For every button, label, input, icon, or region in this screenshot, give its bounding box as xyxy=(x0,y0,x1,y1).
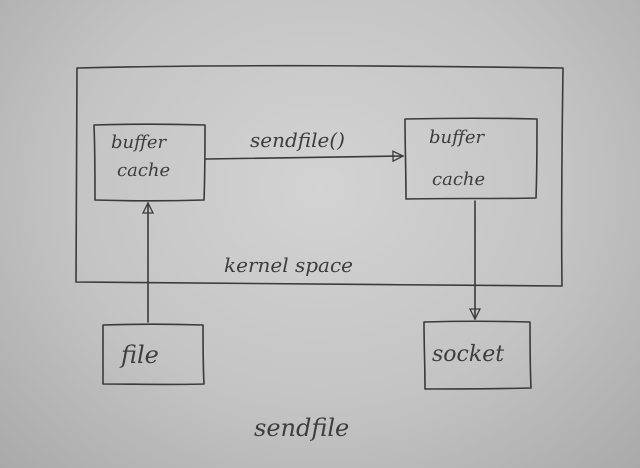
kernel-space-box xyxy=(75,64,564,287)
left-buffer-cache-box xyxy=(93,123,206,202)
right-buffer-label-line1: buffer xyxy=(429,127,486,148)
sendfile-call-label: sendfile() xyxy=(250,128,345,152)
right-buffer-label-line2: cache xyxy=(432,169,485,190)
left-buffer-label-line2: cache xyxy=(117,160,170,181)
file-box xyxy=(102,323,205,386)
socket-label: socket xyxy=(432,342,504,367)
left-buffer-label-line1: buffer xyxy=(111,132,168,153)
socket-box xyxy=(423,320,532,390)
sendfile-arrow xyxy=(205,156,403,159)
right-buffer-cache-box xyxy=(404,117,538,200)
kernel-space-label: kernel space xyxy=(224,253,353,277)
file-label: file xyxy=(119,341,159,369)
diagram-caption: sendfile xyxy=(254,414,349,442)
